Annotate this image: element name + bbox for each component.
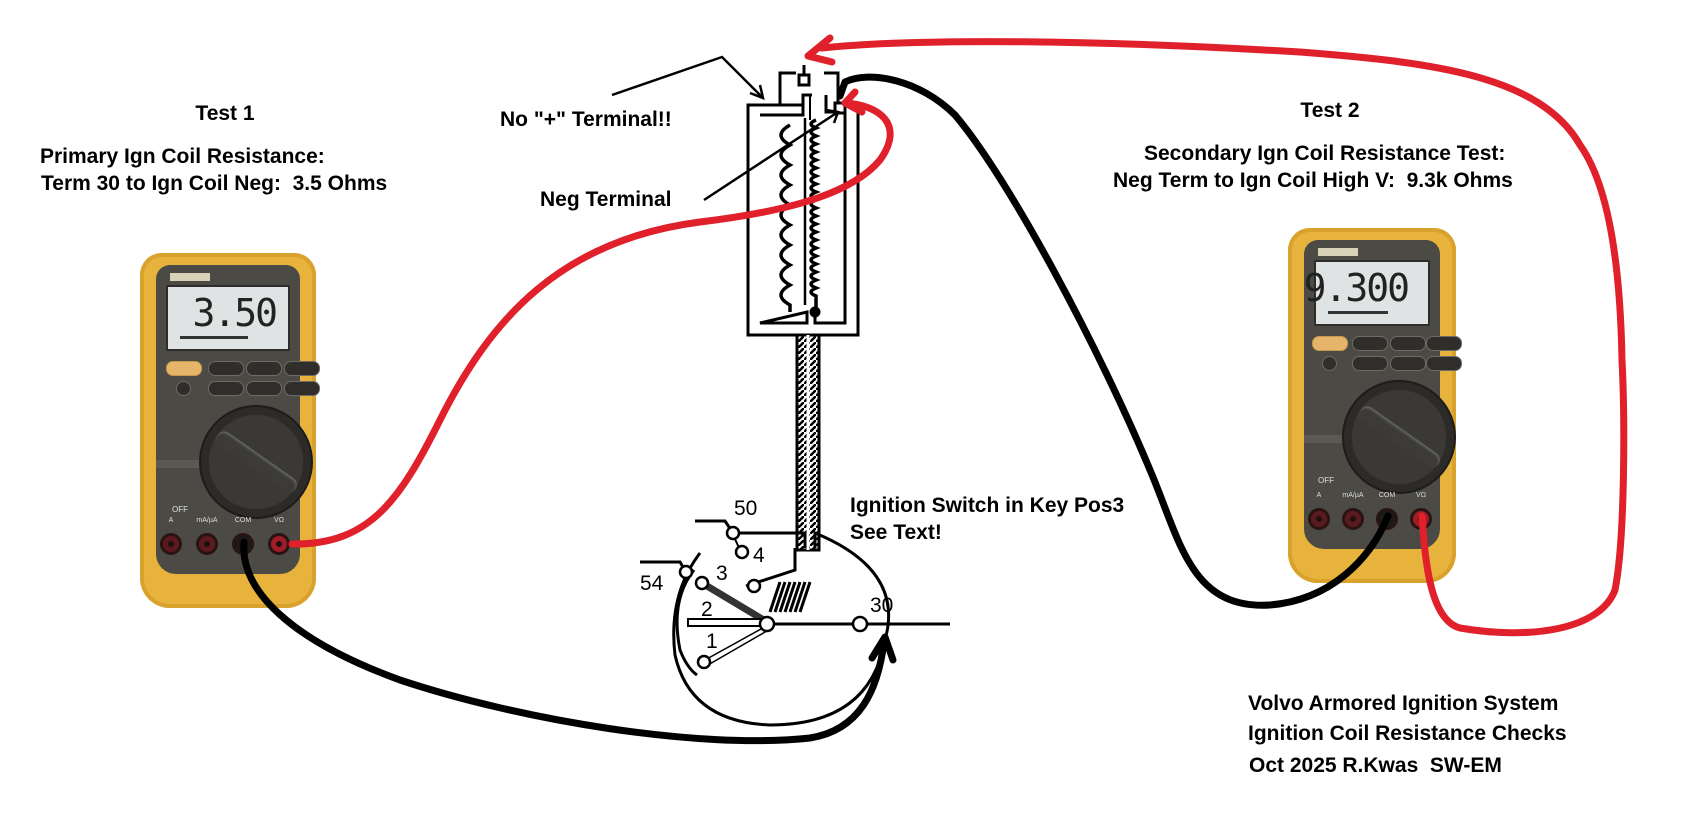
jack-label-ma: mA/µA bbox=[1342, 492, 1364, 499]
neg-terminal-pointer-arrow bbox=[703, 108, 840, 202]
terminal-50-label: 50 bbox=[734, 497, 757, 520]
switch-housing bbox=[672, 530, 891, 727]
meter-button-min-max[interactable] bbox=[1352, 336, 1388, 351]
terminal-50-node bbox=[725, 525, 741, 541]
terminal-30-node bbox=[851, 615, 869, 633]
jack-label-ma: mA/µA bbox=[196, 517, 218, 524]
test1-black-lead-arrowhead bbox=[868, 633, 897, 664]
test1-red-lead bbox=[288, 99, 894, 548]
test1-title: Test 1 bbox=[195, 102, 255, 125]
rotary-dial[interactable] bbox=[1342, 380, 1456, 494]
meter-button-hz[interactable] bbox=[284, 381, 320, 396]
contact-pos2-bar bbox=[687, 618, 767, 627]
meter-face: 3.50 OFF A mA/µA COM VΩ bbox=[156, 265, 320, 574]
footer-line2: Ignition Coil Resistance Checks bbox=[1248, 722, 1567, 745]
switch-note-line1: Ignition Switch in Key Pos3 bbox=[850, 494, 1125, 517]
meter-brand-logo bbox=[1318, 248, 1358, 256]
test1-black-lead bbox=[240, 538, 888, 745]
meter-face: 9.300 OFF A mA/µA COM VΩ bbox=[1304, 240, 1462, 549]
meter-button-rel[interactable] bbox=[1390, 356, 1426, 371]
meter-yellow-button[interactable] bbox=[1312, 336, 1348, 351]
pivot-node bbox=[758, 615, 776, 633]
pos4-link bbox=[745, 548, 797, 588]
meter-display: 3.50 bbox=[166, 285, 290, 351]
meter-yellow-button[interactable] bbox=[166, 361, 202, 376]
rotary-dial[interactable] bbox=[199, 405, 313, 519]
contact-pos1-link bbox=[704, 623, 773, 666]
jack-label-v: VΩ bbox=[274, 517, 284, 524]
multimeter-test2: 9.300 OFF A mA/µA COM VΩ bbox=[1288, 228, 1462, 583]
meter-button-min-max[interactable] bbox=[208, 361, 244, 376]
meter-button-light[interactable] bbox=[176, 381, 191, 396]
dial-label-off: OFF bbox=[172, 505, 188, 514]
position-2-label: 2 bbox=[701, 598, 713, 621]
jack-a[interactable] bbox=[1308, 508, 1330, 530]
jack-label-com: COM bbox=[1378, 492, 1396, 499]
meter-button-hz[interactable] bbox=[1426, 356, 1462, 371]
meter-reading: 3.50 bbox=[192, 291, 278, 335]
pos3-node bbox=[694, 575, 710, 591]
test1-description-line2: Term 30 to Ign Coil Neg: 3.5 Ohms bbox=[41, 172, 388, 195]
test1-red-lead-arrowhead bbox=[841, 88, 866, 116]
secondary-winding bbox=[809, 118, 821, 312]
test1-description-line1: Primary Ign Coil Resistance: bbox=[40, 145, 325, 168]
test2-red-lead-arrowhead bbox=[804, 34, 836, 66]
meter-display: 9.300 bbox=[1304, 260, 1430, 326]
label-pointers bbox=[611, 55, 840, 202]
spring-contact bbox=[768, 581, 812, 613]
jack-a[interactable] bbox=[160, 533, 182, 555]
terminal-54-node bbox=[678, 564, 694, 580]
pos1-node bbox=[696, 654, 712, 670]
ignition-switch bbox=[640, 519, 950, 727]
plus-terminal-stub bbox=[797, 73, 811, 87]
meter-button-rel[interactable] bbox=[246, 381, 282, 396]
jack-label-com: COM bbox=[234, 517, 252, 524]
position-3-label: 3 bbox=[716, 562, 728, 585]
jack-label-a: A bbox=[168, 517, 174, 524]
switch-note-line2: See Text! bbox=[850, 521, 942, 544]
meter-button-hold[interactable] bbox=[1352, 356, 1388, 371]
primary-winding bbox=[779, 123, 794, 312]
jack-ma[interactable] bbox=[1342, 508, 1364, 530]
jack-label-a: A bbox=[1316, 492, 1322, 499]
test2-description-line2: Neg Term to Ign Coil High V: 9.3k Ohms bbox=[1113, 169, 1513, 192]
bargraph bbox=[1328, 311, 1388, 314]
terminal-30-label: 30 bbox=[870, 594, 893, 617]
neg-terminal bbox=[833, 101, 847, 115]
position-4-label: 4 bbox=[753, 544, 765, 567]
pos4b-node bbox=[746, 578, 762, 594]
meter-button-light[interactable] bbox=[1322, 356, 1337, 371]
jack-label-v: VΩ bbox=[1416, 492, 1426, 499]
bargraph bbox=[180, 336, 248, 339]
meter-button-range[interactable] bbox=[246, 361, 282, 376]
test2-title: Test 2 bbox=[1300, 99, 1360, 122]
meter-reading: 9.300 bbox=[1303, 266, 1410, 310]
meter-button-hold[interactable] bbox=[208, 381, 244, 396]
meter-button-auto[interactable] bbox=[1426, 336, 1462, 351]
contact-arm-pos3 bbox=[700, 579, 769, 626]
terminal-54-label: 54 bbox=[640, 572, 664, 595]
meter-brand-logo bbox=[170, 273, 210, 281]
winding-junction bbox=[809, 306, 821, 318]
test2-black-lead bbox=[836, 73, 1392, 609]
dial-label-off: OFF bbox=[1318, 476, 1334, 485]
switch-inner-arc bbox=[675, 569, 698, 677]
no-plus-pointer-arrow bbox=[611, 55, 765, 101]
no-plus-terminal-label: No "+" Terminal!! bbox=[500, 108, 672, 131]
footer-line3: Oct 2025 R.Kwas SW-EM bbox=[1249, 754, 1502, 777]
meter-button-auto[interactable] bbox=[284, 361, 320, 376]
terminal-50-wire bbox=[695, 519, 807, 548]
position-1-label: 1 bbox=[706, 630, 718, 653]
neg-terminal-label: Neg Terminal bbox=[540, 188, 672, 211]
multimeter-test1: 3.50 OFF A mA/µA COM VΩ bbox=[140, 253, 320, 608]
footer-line1: Volvo Armored Ignition System bbox=[1248, 692, 1559, 715]
test2-red-lead bbox=[818, 38, 1628, 637]
meter-button-range[interactable] bbox=[1390, 336, 1426, 351]
jack-ma[interactable] bbox=[196, 533, 218, 555]
pos4-node bbox=[734, 544, 750, 560]
test2-description-line1: Secondary Ign Coil Resistance Test: bbox=[1144, 142, 1506, 165]
